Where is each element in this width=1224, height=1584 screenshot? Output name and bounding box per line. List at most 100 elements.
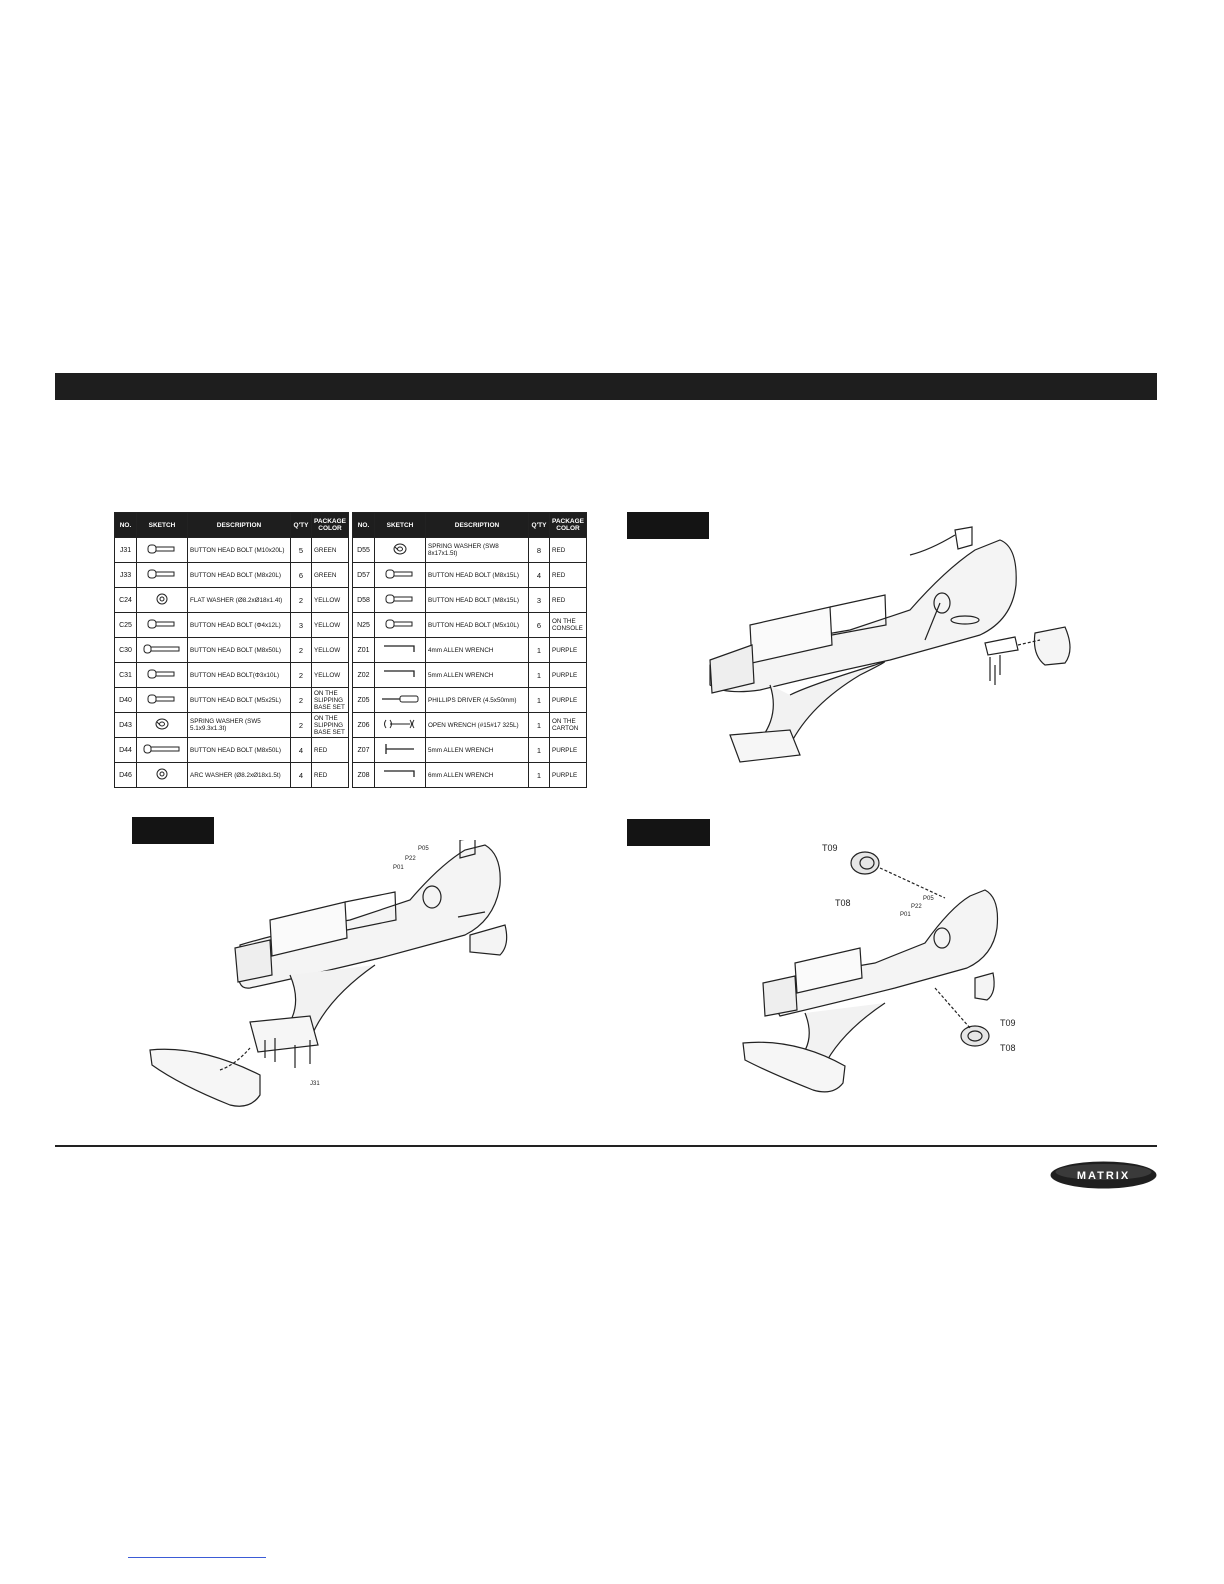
package-color: YELLOW — [310, 587, 350, 613]
part-description: PHILLIPS DRIVER (4.5x50mm) — [425, 687, 529, 713]
part-number: D43 — [114, 712, 137, 738]
package-color: ON THE CARTON — [548, 712, 588, 738]
part-number: Z08 — [352, 762, 375, 788]
logo-text: MATRIX — [1077, 1170, 1130, 1182]
package-color: PURPLE — [548, 662, 588, 688]
part-quantity: 1 — [528, 762, 550, 788]
section-header-bar — [55, 373, 1157, 400]
part-quantity: 4 — [528, 562, 550, 588]
label-t09-bottom: T09 — [1000, 1018, 1016, 1028]
part-number: Z02 — [352, 662, 375, 688]
label-p01: P01 — [393, 865, 404, 871]
bike-assembly-illustration-step1: P05 P22 P01 J31 — [149, 840, 508, 1107]
header-no: NO. — [352, 512, 375, 538]
part-quantity: 5 — [290, 537, 312, 563]
bolt-icon — [136, 562, 188, 588]
part-description: BUTTON HEAD BOLT (M8x20L) — [187, 562, 291, 588]
part-number: J31 — [114, 537, 137, 563]
part-description: 6mm ALLEN WRENCH — [425, 762, 529, 788]
footer-rule — [55, 1145, 1157, 1147]
part-description: BUTTON HEAD BOLT (M5x25L) — [187, 687, 291, 713]
part-quantity: 2 — [290, 712, 312, 738]
part-quantity: 2 — [290, 662, 312, 688]
part-number: C30 — [114, 637, 137, 663]
part-number: C31 — [114, 662, 137, 688]
part-quantity: 1 — [528, 662, 550, 688]
bolt-icon — [136, 687, 188, 713]
part-number: Z07 — [352, 737, 375, 763]
header-sketch: SKETCH — [136, 512, 188, 538]
part-number: J33 — [114, 562, 137, 588]
package-color: ON THE CONSOLE — [548, 612, 588, 638]
part-number: D57 — [352, 562, 375, 588]
label-p05: P05 — [418, 846, 429, 852]
part-description: BUTTON HEAD BOLT(Φ3x10L) — [187, 662, 291, 688]
part-description: SPRING WASHER (SW5 5.1x9.3x1.3t) — [187, 712, 291, 738]
bike-assembly-illustration-step2 — [709, 526, 1071, 763]
screwdriver-icon — [374, 687, 426, 713]
part-description: BUTTON HEAD BOLT (Φ4x12L) — [187, 612, 291, 638]
header-qty: Q'TY — [290, 512, 312, 538]
package-color: GREEN — [310, 562, 350, 588]
label-p01: P01 — [900, 912, 911, 918]
part-quantity: 1 — [528, 737, 550, 763]
part-description: BUTTON HEAD BOLT (M8x15L) — [425, 587, 529, 613]
spring-washer-icon — [136, 712, 188, 738]
part-number: C25 — [114, 612, 137, 638]
bike-assembly-illustration-step3: T09 T08 P05 P22 P01 T09 T08 — [742, 843, 1016, 1093]
part-quantity: 3 — [290, 612, 312, 638]
label-t09-top: T09 — [822, 843, 838, 853]
part-description: ARC WASHER (Ø8.2xØ18x1.5t) — [187, 762, 291, 788]
part-number: D44 — [114, 737, 137, 763]
part-quantity: 2 — [290, 587, 312, 613]
footer-link-underline — [128, 1557, 266, 1558]
part-quantity: 2 — [290, 637, 312, 663]
part-quantity: 1 — [528, 712, 550, 738]
header-sketch: SKETCH — [374, 512, 426, 538]
package-color: ON THE SLIPPING BASE SET — [310, 712, 350, 738]
part-quantity: 4 — [290, 762, 312, 788]
part-description: BUTTON HEAD BOLT (M10x20L) — [187, 537, 291, 563]
part-number: Z01 — [352, 637, 375, 663]
long-bolt-icon — [136, 637, 188, 663]
package-color: RED — [548, 587, 588, 613]
part-description: OPEN WRENCH (#15#17 325L) — [425, 712, 529, 738]
part-description: BUTTON HEAD BOLT (M8x50L) — [187, 737, 291, 763]
package-color: GREEN — [310, 537, 350, 563]
header-package-color: PACKAGE COLOR — [310, 512, 350, 538]
label-p05: P05 — [923, 896, 934, 902]
header-description: DESCRIPTION — [187, 512, 291, 538]
part-quantity: 1 — [528, 637, 550, 663]
package-color: YELLOW — [310, 637, 350, 663]
part-number: Z06 — [352, 712, 375, 738]
label-j31: J31 — [310, 1081, 320, 1087]
package-color: PURPLE — [548, 737, 588, 763]
bolt-icon — [374, 612, 426, 638]
package-color: YELLOW — [310, 612, 350, 638]
part-number: D58 — [352, 587, 375, 613]
part-description: BUTTON HEAD BOLT (M8x50L) — [187, 637, 291, 663]
washer-icon — [136, 587, 188, 613]
part-number: D46 — [114, 762, 137, 788]
package-color: ON THE SLIPPING BASE SET — [310, 687, 350, 713]
label-p22: P22 — [911, 904, 922, 910]
t-wrench-icon — [374, 737, 426, 763]
bolt-icon — [136, 537, 188, 563]
spring-washer-icon — [374, 537, 426, 563]
bolt-icon — [136, 662, 188, 688]
